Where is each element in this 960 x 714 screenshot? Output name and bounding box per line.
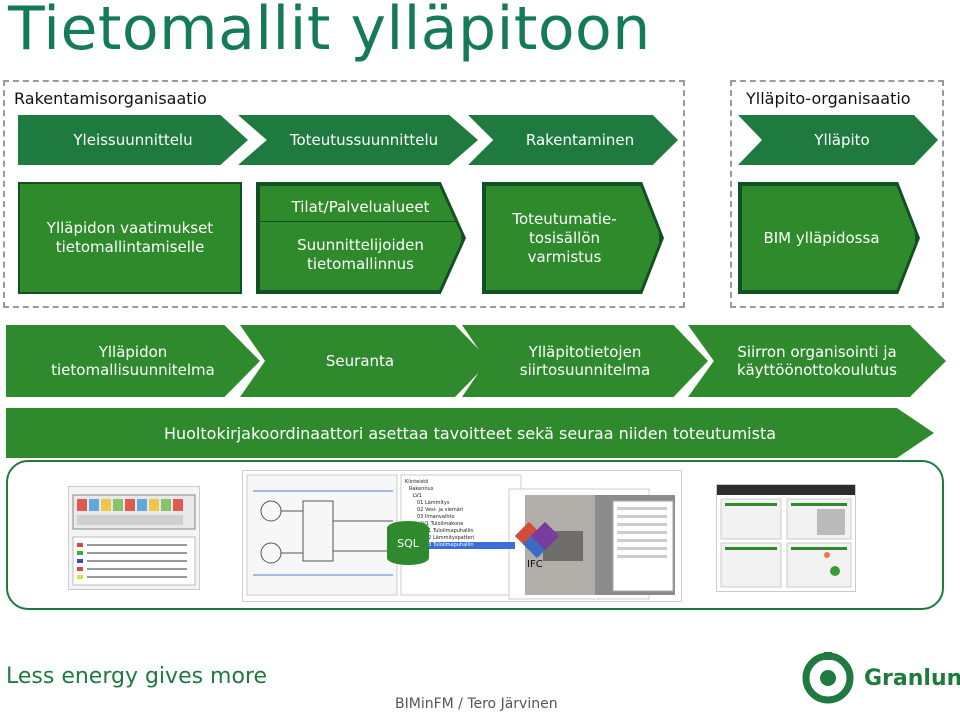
box-divider bbox=[260, 221, 461, 222]
phase-yleissuunnittelu: Yleissuunnittelu bbox=[18, 115, 248, 165]
tree-item: 02 Vesi- ja viemäri bbox=[417, 507, 464, 513]
phase-label: Yleissuunnittelu bbox=[73, 131, 193, 149]
step-text: tietomallisuunnitelma bbox=[51, 361, 215, 379]
maintenance-org-frame bbox=[730, 80, 944, 308]
box-verification: Toteutumatie- tosisällön varmistus bbox=[484, 184, 661, 292]
phase-rakentaminen: Rakentaminen bbox=[468, 115, 678, 165]
step-transfer-plan: Ylläpitotietojen siirtosuunnitelma bbox=[462, 325, 708, 397]
phase-label: Rakentaminen bbox=[525, 131, 635, 149]
sql-label: SQL bbox=[397, 536, 419, 550]
box-requirements: Ylläpidon vaatimukset tietomallintamisel… bbox=[18, 182, 242, 294]
box-text: BIM ylläpidossa bbox=[763, 228, 880, 247]
phase-label: Ylläpito bbox=[814, 131, 870, 149]
step-text: Siirron organisointi ja bbox=[737, 343, 897, 361]
tree-item: Kiinteistö bbox=[405, 479, 429, 485]
step-text: Ylläpidon bbox=[98, 343, 168, 361]
phase-toteutussuunnittelu: Toteutussuunnittelu bbox=[238, 115, 478, 165]
tree-item-selected: 03 Tuloilmapuhallin bbox=[405, 542, 515, 549]
step-text: siirtosuunnitelma bbox=[519, 361, 651, 379]
box-bim: BIM ylläpidossa bbox=[740, 184, 917, 292]
tree-item: 02 Lämmityspatteri bbox=[425, 535, 475, 541]
step-training: Siirron organisointi ja käyttöönottokoul… bbox=[688, 325, 946, 397]
step-text: käyttöönottokoulutus bbox=[737, 361, 897, 379]
dashboard-image bbox=[717, 485, 855, 588]
box-text: tietomallintamiselle bbox=[55, 238, 205, 256]
footer-text: BIMinFM / Tero Järvinen bbox=[395, 696, 558, 712]
box-text: tosisällön bbox=[528, 228, 601, 247]
box-text: varmistus bbox=[527, 247, 602, 266]
system-diagram-image bbox=[246, 474, 675, 600]
box-text: Toteutumatie- bbox=[512, 209, 617, 228]
coordinator-arrow: Huoltokirjakoordinaattori asettaa tavoit… bbox=[6, 408, 934, 458]
tree-item: Rakennus bbox=[409, 486, 434, 492]
step-text: Seuranta bbox=[325, 352, 395, 370]
tree-item: LV1 bbox=[413, 493, 422, 499]
tree-item: 01 Lämmitys bbox=[417, 500, 450, 506]
maintenance-org-label: Ylläpito-organisaatio bbox=[746, 89, 911, 108]
step-text: Ylläpitotietojen bbox=[528, 343, 642, 361]
sql-database-icon: SQL bbox=[387, 521, 429, 565]
coordinator-text: Huoltokirjakoordinaattori asettaa tavoit… bbox=[163, 423, 777, 443]
phase-label: Toteutussuunnittelu bbox=[289, 131, 439, 149]
ifc-label: IFC bbox=[527, 559, 543, 570]
brand-name: Granlund bbox=[864, 666, 960, 691]
dashboard-thumbnail bbox=[716, 484, 856, 592]
tree-item: 01 Tuloilmapuhallin bbox=[425, 528, 474, 534]
step-follow-up: Seuranta bbox=[240, 325, 490, 397]
granlund-logo-icon bbox=[802, 652, 854, 704]
box-text: Suunnittelijoiden bbox=[297, 236, 424, 254]
box-modeling: Tilat/Palvelualueet Suunnittelijoiden ti… bbox=[258, 184, 463, 292]
construction-org-frame bbox=[3, 80, 685, 308]
tagline: Less energy gives more bbox=[6, 664, 268, 689]
step-plan: Ylläpidon tietomallisuunnitelma bbox=[6, 325, 260, 397]
box-text: tietomallinnus bbox=[307, 255, 414, 273]
floorplan-thumbnail bbox=[68, 486, 200, 590]
system-diagram-thumbnail: Kiinteistö Rakennus LV1 01 Lämmitys 02 V… bbox=[242, 470, 682, 602]
floorplan-image bbox=[72, 494, 196, 586]
box-text: Ylläpidon vaatimukset bbox=[46, 219, 214, 237]
phase-yllapito: Ylläpito bbox=[738, 115, 938, 165]
page-title: Tietomallit ylläpitoon bbox=[8, 0, 651, 64]
tree-item: IV1 Tuloilmakone bbox=[421, 521, 464, 527]
box-text: Tilat/Palvelualueet bbox=[291, 198, 430, 216]
construction-org-label: Rakentamisorganisaatio bbox=[14, 89, 207, 108]
tree-view: Kiinteistö Rakennus LV1 01 Lämmitys 02 V… bbox=[405, 479, 515, 549]
tree-item: 03 Ilmanvaihto bbox=[417, 514, 455, 520]
